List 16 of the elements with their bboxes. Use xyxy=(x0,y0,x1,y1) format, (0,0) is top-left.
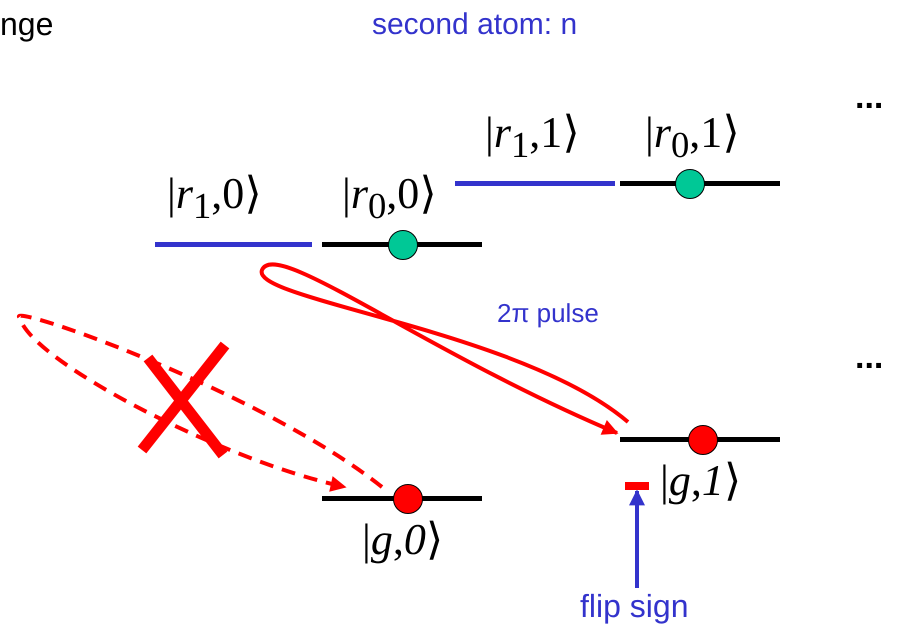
state-label: |r$_{0}$,0⟩ xyxy=(342,172,436,224)
state-label: |r$_{0}$,1⟩ xyxy=(645,111,740,164)
arrow xyxy=(18,314,384,492)
annotation-text: flip sign xyxy=(580,590,688,622)
state-label: |g,0⟩ xyxy=(362,518,443,562)
edge-label: 2π pulse xyxy=(497,300,599,326)
ellipsis-text: ... xyxy=(855,80,884,114)
ellipsis-text: ... xyxy=(855,340,884,374)
arrow xyxy=(260,262,630,435)
heading-text: second atom: n xyxy=(372,10,578,40)
state-label: |r$_{1}$,0⟩ xyxy=(167,172,262,224)
heading-text: nge xyxy=(0,8,54,40)
arrow xyxy=(629,489,645,588)
state-label: |r$_{1}$,1⟩ xyxy=(485,111,580,164)
state-label: |g,1⟩ xyxy=(660,459,741,503)
minus-sign-mark xyxy=(625,482,649,490)
